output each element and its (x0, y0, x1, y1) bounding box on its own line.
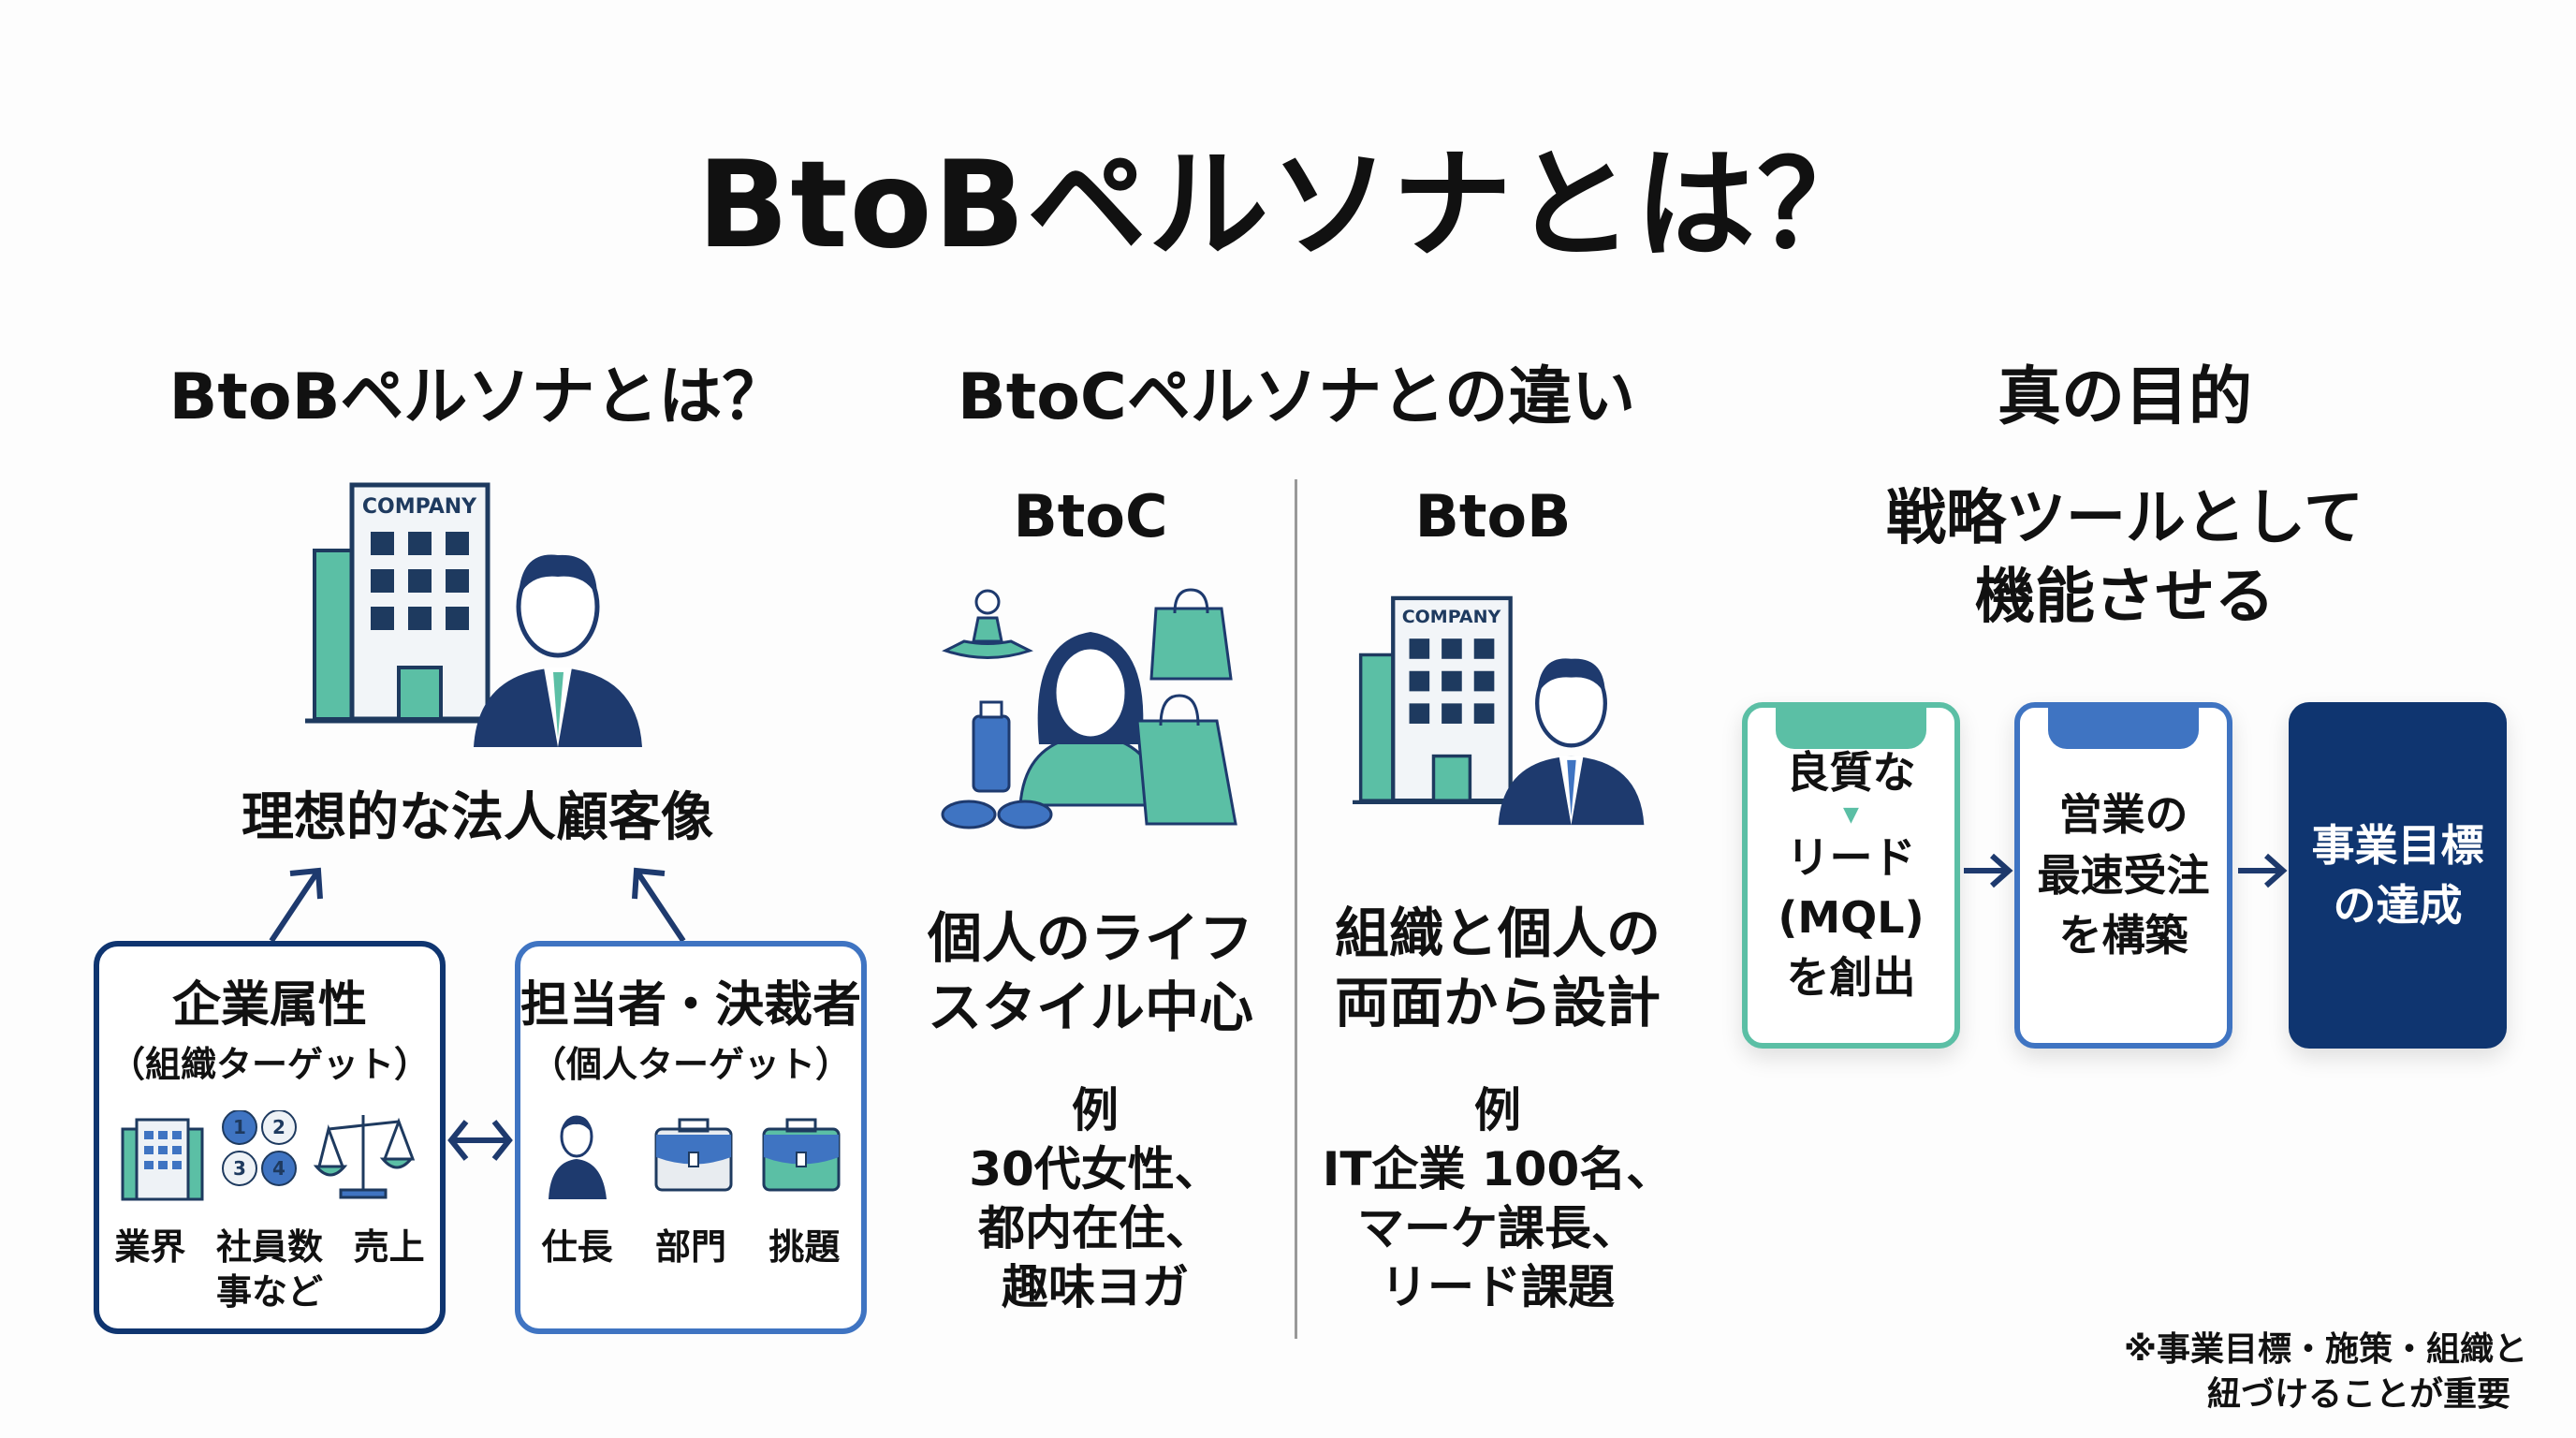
org-box-subtitle: （組織ターゲット） (109, 1044, 430, 1085)
btob-label: BtoB (1414, 482, 1572, 550)
building-icon (121, 1118, 204, 1201)
btoc-label: BtoC (1013, 482, 1168, 550)
btob-example: 例 IT企業 100名、マーケ課長、リード課題 (1322, 1083, 1674, 1314)
flow-card-sales: 営業の 最速受注 を構築 (2014, 702, 2232, 1049)
org-icons: 1 2 3 4 (121, 1110, 416, 1201)
btob-description: 組織と個人の両面から設計 (1334, 902, 1661, 1034)
right-subheading: 戦略ツールとして機能させる (1885, 484, 2364, 632)
btoc-lifestyle-icon (941, 588, 1237, 829)
person-attributes-box: 担当者・決裁者 （個人ターゲット） 仕長 部門 挑題 (515, 941, 867, 1334)
flow-card-leads: 良質な ▼ リード (MQL) を創出 (1742, 702, 1960, 1049)
org-item-etc: 事など (215, 1271, 323, 1313)
down-arrow-icon: ▼ (1843, 802, 1859, 827)
right-heading: 真の目的 (1997, 360, 2252, 434)
ideal-customer-caption: 理想的な法人顧客像 (242, 787, 713, 848)
org-box-title: 企業属性 (171, 977, 367, 1034)
svg-text:4: 4 (272, 1157, 285, 1180)
person-item-title: 仕長 (541, 1226, 613, 1268)
person-item-department: 部門 (654, 1226, 726, 1268)
up-arrows-icon (269, 867, 686, 943)
person-box-subtitle: （個人ターゲット） (530, 1044, 851, 1085)
numbers-icon: 1 2 3 4 (222, 1110, 297, 1186)
svg-text:COMPANY: COMPANY (1402, 607, 1501, 627)
svg-text:3: 3 (233, 1157, 246, 1180)
briefcase-icon (654, 1118, 733, 1192)
right-arrow-icon (2238, 853, 2288, 888)
footnote: ※事業目標・施策・組織と 紐づけることが重要 (2124, 1330, 2527, 1414)
person-box-title: 担当者・決裁者 (520, 977, 862, 1034)
company-sign: COMPANY (362, 495, 477, 519)
org-item-employees: 社員数 (215, 1226, 323, 1268)
company-person-icon: COMPANY (305, 482, 642, 747)
shopping-bag-icon (1135, 694, 1237, 826)
column-divider (1295, 479, 1297, 1339)
middle-heading: BtoCペルソナとの違い (957, 360, 1636, 434)
right-arrow-icon (1964, 853, 2013, 888)
left-heading: BtoBペルソナとは？ (168, 360, 786, 434)
org-item-industry: 業界 (114, 1226, 186, 1268)
btoc-example: 例 30代女性、都内在住、趣味ヨガ (969, 1083, 1222, 1314)
person-icons (549, 1115, 841, 1199)
btob-company-person-icon: COMPANY (1353, 595, 1645, 826)
org-attributes-box: 企業属性 （組織ターゲット） 1 2 3 4 業界 社員数 売上 事など (94, 941, 446, 1334)
org-item-sales: 売上 (353, 1226, 425, 1268)
svg-text:1: 1 (233, 1116, 246, 1138)
flow-card-goal: 事業目標 の達成 (2289, 702, 2507, 1049)
main-title: BtoBペルソナとは？ (696, 136, 1880, 275)
svg-text:2: 2 (272, 1116, 285, 1138)
person-item-issue: 挑題 (768, 1226, 841, 1268)
briefcase-teal-icon (762, 1118, 841, 1192)
person-icon (549, 1115, 607, 1199)
sunglasses-icon (941, 800, 1053, 829)
btoc-description: 個人のライフスタイル中心 (927, 906, 1253, 1039)
shopping-bag-icon (1149, 588, 1233, 681)
bottle-icon (972, 700, 1011, 793)
yoga-icon (942, 589, 1033, 659)
woman-icon (1018, 632, 1163, 807)
scale-icon (313, 1115, 416, 1199)
bidirectional-arrow-icon (447, 1120, 513, 1161)
